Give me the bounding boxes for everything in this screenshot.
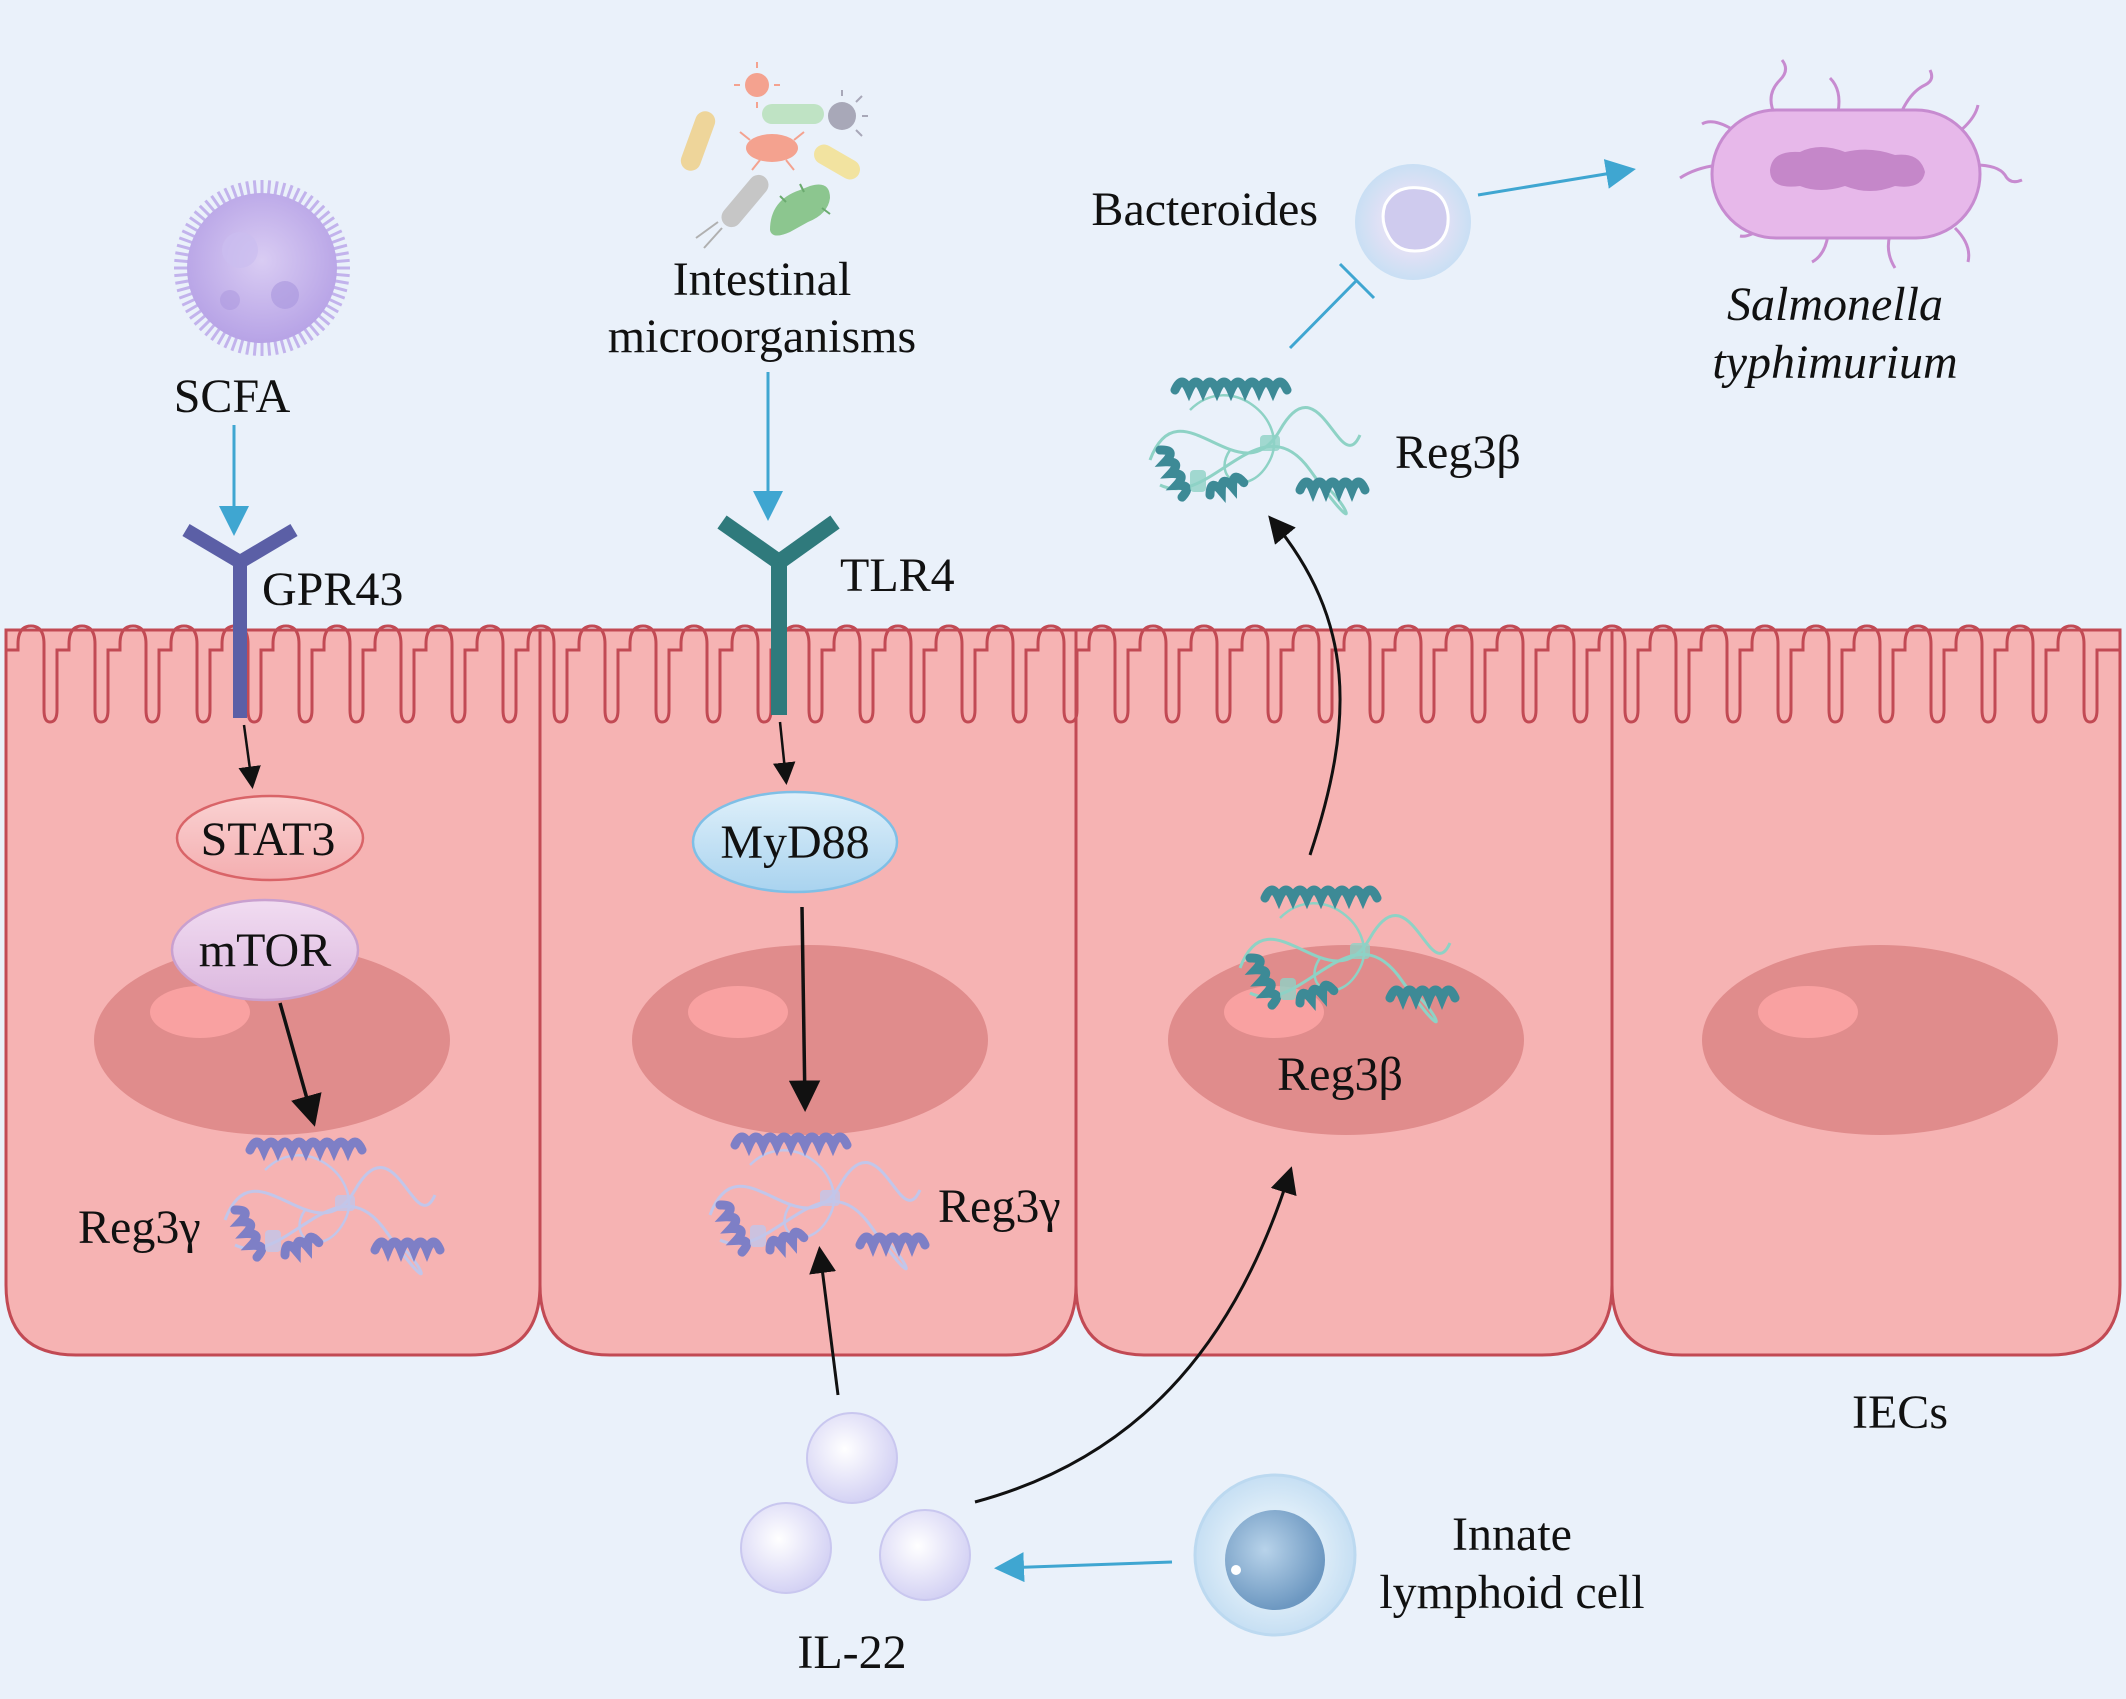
salmonella-icon — [1679, 59, 2023, 269]
reg3b-protein-icon-secreted — [1148, 377, 1370, 516]
arrow-gpr43-to-stat3 — [238, 724, 261, 789]
arrow-tlr4-to-myd88 — [773, 721, 796, 785]
label-intestinal-line2: microorganisms — [608, 310, 916, 363]
arrow-mtor-to-reg3g — [278, 1002, 322, 1127]
reg3g-protein-icon-left — [223, 1137, 445, 1276]
label-reg3b-cell: Reg3β — [1277, 1048, 1403, 1101]
label-il22: IL-22 — [797, 1626, 906, 1679]
nucleolus-2 — [688, 986, 788, 1038]
nucleus-4 — [1702, 945, 2058, 1135]
arrow-il22-to-reg3b — [974, 1166, 1297, 1504]
nucleus-2 — [632, 945, 988, 1135]
arrow-il22-to-reg3g — [809, 1246, 840, 1396]
myd88-node — [691, 790, 899, 894]
label-mtor: mTOR — [199, 924, 331, 977]
label-scfa: SCFA — [174, 370, 291, 423]
inhibition-reg3b-to-bacteroides — [1288, 262, 1376, 350]
label-gpr43: GPR43 — [262, 563, 403, 616]
label-intestinal-line1: Intestinal — [673, 253, 852, 306]
nuclei — [94, 945, 2058, 1135]
label-ilc-line1: Innate — [1452, 1508, 1572, 1561]
label-salmonella-line2: typhimurium — [1712, 336, 1957, 389]
mtor-node — [170, 898, 360, 1002]
nucleolus-4 — [1758, 986, 1858, 1038]
label-bacteroides: Bacteroides — [1091, 183, 1318, 236]
label-stat3: STAT3 — [201, 813, 336, 866]
label-myd88: MyD88 — [720, 816, 869, 869]
arrow-myd88-to-reg3g — [788, 906, 821, 1112]
label-reg3g-left: Reg3γ — [78, 1201, 201, 1254]
label-iecs: IECs — [1852, 1386, 1948, 1439]
label-ilc-line2: lymphoid cell — [1379, 1566, 1644, 1619]
il22-cytokines-icon — [740, 1412, 971, 1601]
tlr4-receptor-icon — [717, 515, 840, 715]
arrow-ilc-to-il22 — [994, 1552, 1173, 1583]
reg3b-protein-icon-cell — [1238, 885, 1460, 1024]
label-salmonella-line1: Salmonella — [1727, 278, 1943, 331]
microvilli — [6, 624, 2120, 724]
label-reg3b-top: Reg3β — [1395, 426, 1521, 479]
bacteroides-icon — [1355, 164, 1471, 280]
arrow-reg3b-secretion — [1268, 515, 1342, 856]
scfa-particle-icon — [174, 180, 350, 356]
stat3-node — [175, 794, 365, 882]
innate-lymphoid-cell-icon — [1193, 1473, 1357, 1637]
gpr43-receptor-icon — [182, 523, 298, 718]
intestinal-microorganisms-icon — [680, 62, 868, 249]
label-reg3g-mid: Reg3γ — [938, 1180, 1061, 1233]
label-tlr4: TLR4 — [840, 549, 955, 602]
arrow-bacteroides-to-salmonella — [1477, 159, 1636, 197]
nucleus-3 — [1168, 945, 1524, 1135]
reg3g-protein-icon-mid — [708, 1132, 930, 1271]
nucleolus-1 — [150, 986, 250, 1038]
